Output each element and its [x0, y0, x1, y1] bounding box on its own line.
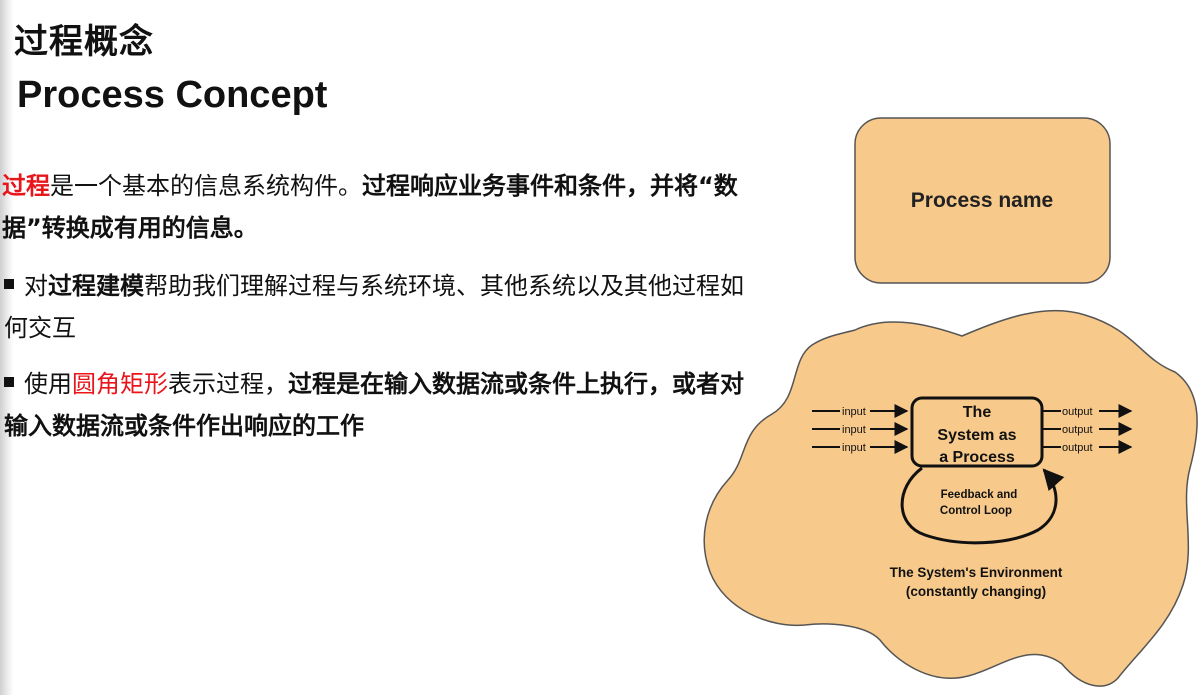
square-bullet-icon	[4, 279, 14, 289]
slide-title-english: Process Concept	[17, 74, 328, 116]
bullet-rounded-rectangle: 使用圆角矩形表示过程，过程是在输入数据流或条件上执行，或者对输入数据流或条件作出…	[4, 363, 749, 447]
system-process-box	[910, 396, 1044, 468]
slide-title-chinese: 过程概念	[14, 22, 154, 62]
input-label: input	[842, 442, 866, 454]
bullet2-red: 圆角矩形	[72, 370, 168, 398]
system-label-line1: The	[963, 404, 992, 421]
process-name-label: Process name	[911, 189, 1053, 212]
intro-text: 是一个基本的信息系统构件。	[50, 172, 362, 200]
environment-label-line1: The System's Environment	[890, 565, 1063, 580]
intro-term: 过程	[2, 172, 50, 200]
feedback-label-line2: Control Loop	[940, 505, 1012, 517]
feedback-label-line1: Feedback and	[941, 489, 1018, 501]
input-label: input	[842, 424, 866, 436]
environment-blob	[703, 309, 1198, 687]
square-bullet-icon	[4, 377, 14, 387]
intro-bold-text: 过程响应业务事件和条件，并将“数据”转换成有用的信息。	[2, 172, 738, 242]
bullet1-bold: 过程建模	[48, 272, 144, 300]
output-label: output	[1062, 424, 1093, 436]
output-label: output	[1062, 442, 1093, 454]
intro-paragraph: 过程是一个基本的信息系统构件。过程响应业务事件和条件，并将“数据”转换成有用的信…	[2, 165, 742, 249]
process-name-box	[854, 117, 1111, 284]
output-label: output	[1062, 406, 1093, 418]
output-arrows: output output output	[1042, 404, 1133, 454]
bullet2-mid: 表示过程，	[168, 370, 288, 398]
system-label-line2: System as	[937, 427, 1016, 444]
bullet1-post: 帮助我们理解过程与系统环境、其他系统以及其他过程如何交互	[4, 272, 744, 342]
input-arrows: input input input	[812, 404, 909, 454]
bullet1-pre: 对	[24, 272, 48, 300]
bullet-process-modeling: 对过程建模帮助我们理解过程与系统环境、其他系统以及其他过程如何交互	[4, 265, 749, 349]
bullet2-pre: 使用	[24, 370, 72, 398]
input-label: input	[842, 406, 866, 418]
environment-label-line2: (constantly changing)	[906, 584, 1046, 599]
system-label-line3: a Process	[939, 449, 1015, 466]
slide-left-edge	[0, 0, 14, 695]
feedback-loop-arrow	[900, 466, 1065, 545]
bullet2-bold: 过程是在输入数据流或条件上执行，或者对输入数据流或条件作出响应的工作	[4, 370, 744, 440]
